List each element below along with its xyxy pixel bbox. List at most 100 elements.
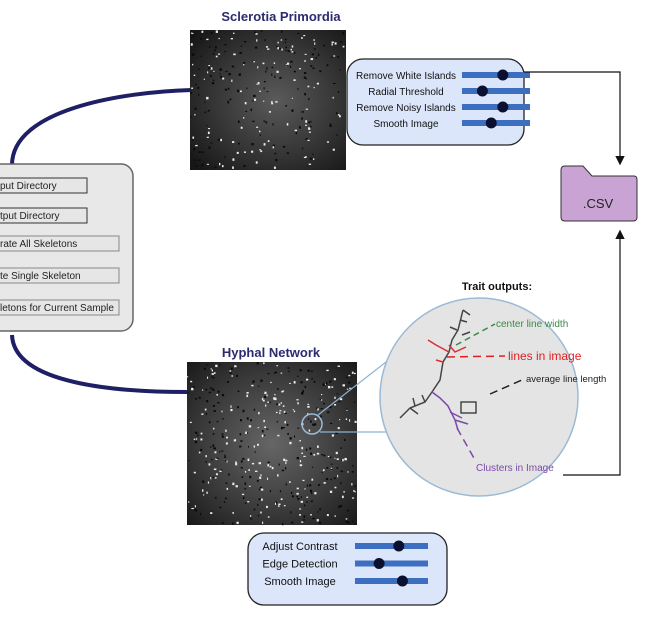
image-speckle xyxy=(296,399,299,401)
image-speckle xyxy=(222,418,224,420)
image-speckle xyxy=(215,364,218,368)
image-speckle xyxy=(213,410,216,412)
image-speckle xyxy=(187,391,189,394)
image-speckle xyxy=(287,432,289,436)
image-speckle xyxy=(303,455,306,457)
image-speckle xyxy=(265,505,268,509)
image-speckle xyxy=(278,463,280,466)
image-speckle xyxy=(310,420,312,423)
image-speckle xyxy=(239,51,242,54)
image-speckle xyxy=(220,469,223,471)
image-speckle xyxy=(266,477,269,480)
image-speckle xyxy=(311,466,314,468)
image-speckle xyxy=(330,463,333,465)
image-speckle xyxy=(206,163,210,165)
image-speckle xyxy=(286,152,290,154)
image-speckle xyxy=(257,427,260,429)
slider-track[interactable] xyxy=(462,88,530,94)
slider-track[interactable] xyxy=(462,104,530,110)
image-speckle xyxy=(329,123,332,127)
image-speckle xyxy=(258,462,262,465)
image-speckle xyxy=(300,381,303,384)
image-speckle xyxy=(197,159,201,161)
panel-button[interactable]: put Directory xyxy=(0,177,88,194)
image-speckle xyxy=(215,55,218,58)
image-speckle xyxy=(215,46,217,49)
panel-button[interactable]: letons for Current Sample xyxy=(0,299,120,316)
image-speckle xyxy=(237,406,239,409)
slider-track[interactable] xyxy=(355,543,428,549)
slider-knob[interactable] xyxy=(497,101,509,113)
image-speckle xyxy=(285,49,287,51)
image-speckle xyxy=(253,445,256,448)
slider-knob[interactable] xyxy=(396,575,408,587)
image-speckle xyxy=(232,522,234,525)
image-speckle xyxy=(217,390,220,393)
image-speckle xyxy=(310,500,313,503)
slider-knob[interactable] xyxy=(476,85,488,97)
image-speckle xyxy=(190,92,193,94)
image-speckle xyxy=(212,477,215,479)
image-speckle xyxy=(314,418,317,421)
slider-knob[interactable] xyxy=(497,69,509,81)
image-speckle xyxy=(276,420,278,423)
slider-track[interactable] xyxy=(355,560,428,567)
image-speckle xyxy=(321,472,323,474)
image-speckle xyxy=(257,515,260,517)
image-speckle xyxy=(235,462,238,466)
image-speckle xyxy=(337,91,340,93)
image-speckle xyxy=(329,456,332,459)
image-speckle xyxy=(206,96,209,100)
image-speckle xyxy=(206,491,208,494)
panel-button[interactable]: rate All Skeletons xyxy=(0,235,120,252)
slider-row: Adjust Contrast xyxy=(262,540,428,553)
slider-knob[interactable] xyxy=(485,117,497,129)
image-speckle xyxy=(305,378,309,381)
image-speckle xyxy=(271,466,274,470)
image-speckle xyxy=(279,410,282,412)
image-speckle xyxy=(351,471,354,473)
image-speckle xyxy=(212,53,215,55)
image-speckle xyxy=(262,521,264,524)
image-speckle xyxy=(300,496,302,499)
image-speckle xyxy=(333,378,336,381)
image-speckle xyxy=(242,409,245,413)
image-speckle xyxy=(294,129,298,132)
image-speckle xyxy=(246,87,248,90)
image-speckle xyxy=(240,45,243,47)
image-speckle xyxy=(246,394,248,398)
image-speckle xyxy=(334,486,337,489)
image-speckle xyxy=(209,387,213,390)
image-speckle xyxy=(193,438,196,440)
image-speckle xyxy=(240,419,243,422)
image-speckle xyxy=(189,421,192,424)
image-speckle xyxy=(319,70,322,73)
image-speckle xyxy=(267,516,270,518)
image-speckle xyxy=(275,501,278,504)
image-speckle xyxy=(260,511,262,514)
panel-button[interactable]: te Single Skeleton xyxy=(0,267,120,284)
panel-button[interactable]: tput Directory xyxy=(0,207,88,224)
image-speckle xyxy=(256,443,259,446)
image-speckle xyxy=(334,42,337,45)
slider-track[interactable] xyxy=(462,72,530,78)
image-speckle xyxy=(322,383,325,386)
image-speckle xyxy=(251,150,254,153)
image-speckle xyxy=(311,478,314,481)
image-speckle xyxy=(303,515,306,518)
image-speckle xyxy=(308,163,312,165)
image-speckle xyxy=(306,484,308,487)
image-speckle xyxy=(238,73,241,76)
image-speckle xyxy=(275,371,278,374)
trait-lines-in-image: lines in image xyxy=(508,349,582,363)
slider-knob[interactable] xyxy=(393,540,405,552)
slider-track[interactable] xyxy=(355,578,428,584)
image-speckle xyxy=(221,410,223,413)
image-speckle xyxy=(285,459,288,462)
slider-knob[interactable] xyxy=(373,558,385,569)
image-speckle xyxy=(322,469,325,472)
image-speckle xyxy=(275,101,278,103)
image-speckle xyxy=(307,403,310,405)
image-speckle xyxy=(339,398,343,401)
image-speckle xyxy=(283,458,286,462)
